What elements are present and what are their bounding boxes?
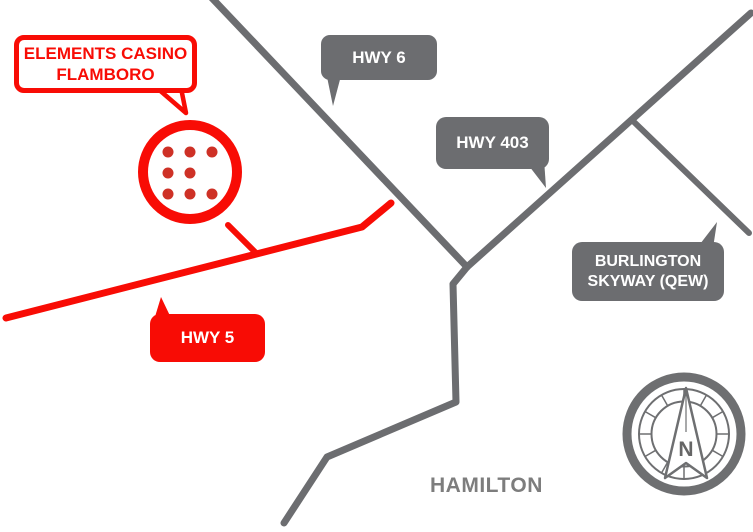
hamilton-city-label: HAMILTON — [430, 474, 543, 497]
hwy6-callout: HWY 6 — [321, 35, 437, 80]
burlington-callout-line2: SKYWAY (QEW) — [587, 272, 709, 290]
burlington-skyway-callout: BURLINGTON SKYWAY (QEW) — [572, 242, 724, 301]
casino-dot — [206, 146, 218, 158]
burlington-callout-pointer — [697, 222, 717, 248]
hwy5-callout: HWY 5 — [150, 314, 265, 362]
casino-dot — [184, 188, 196, 200]
hwy403-label: HWY 403 — [456, 133, 529, 153]
hwy-403-road — [463, 9, 753, 271]
casino-callout: ELEMENTS CASINO FLAMBORO — [14, 35, 197, 93]
north-arrow-icon — [663, 386, 709, 480]
casino-dot — [162, 188, 174, 200]
casino-callout-line1: ELEMENTS CASINO — [23, 43, 188, 63]
casino-dot — [162, 146, 174, 158]
compass-north-label: N — [678, 438, 693, 461]
casino-access-road — [225, 222, 259, 256]
hwy6-callout-pointer — [326, 72, 342, 106]
burlington-skyway-road — [630, 118, 752, 236]
casino-dot — [184, 146, 196, 158]
hamilton-road — [280, 263, 471, 527]
compass-rose-icon: N — [622, 372, 746, 496]
casino-dot — [184, 167, 196, 179]
hwy5-label: HWY 5 — [180, 328, 235, 348]
hwy403-callout: HWY 403 — [436, 117, 549, 169]
burlington-callout-line1: BURLINGTON — [594, 252, 702, 270]
casino-dot — [162, 167, 174, 179]
casino-location-marker — [138, 120, 242, 224]
casino-dot — [206, 188, 218, 200]
hwy6-label: HWY 6 — [352, 47, 406, 67]
hwy-6-road — [208, 0, 471, 271]
hwy-5-road — [2, 199, 395, 322]
casino-callout-line2: FLAMBORO — [56, 65, 155, 84]
